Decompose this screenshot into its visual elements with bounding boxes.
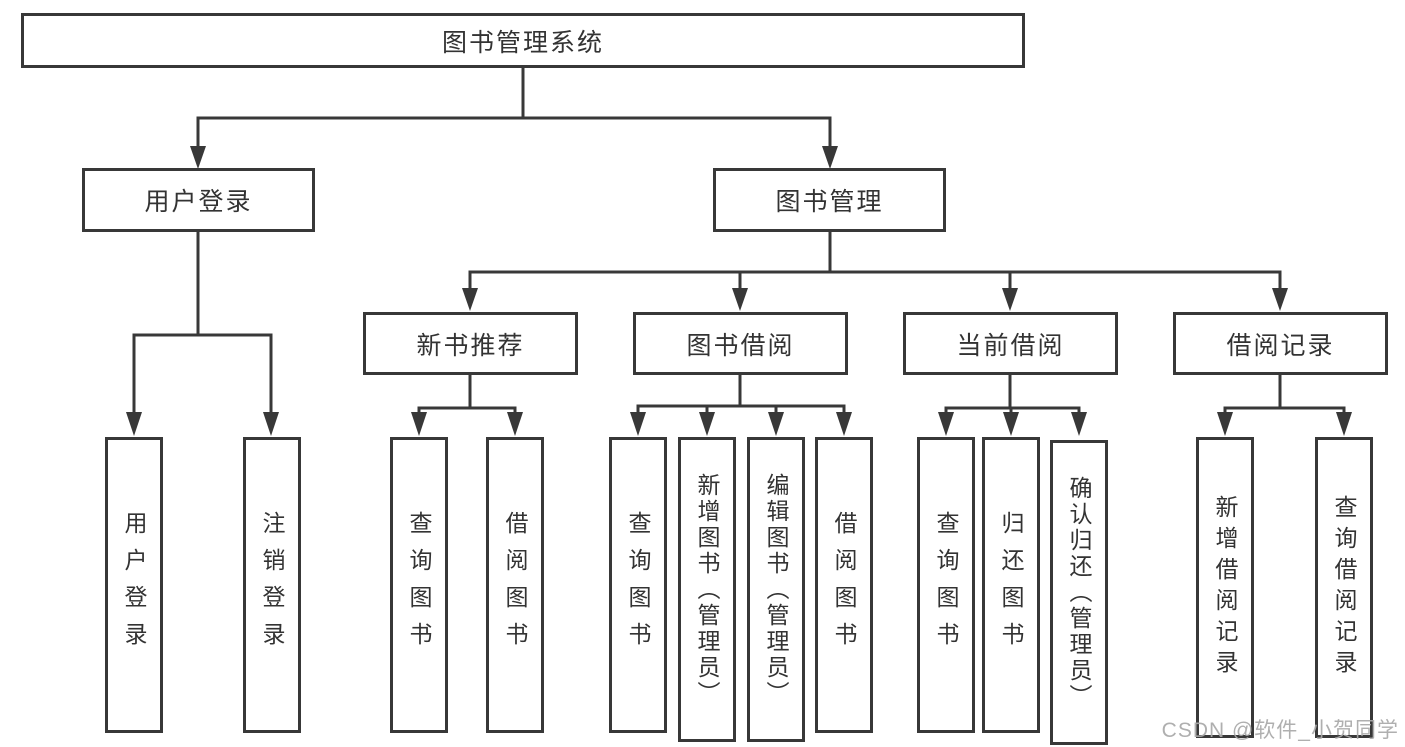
leaf-query-books-1-label: 查询图书 (406, 511, 432, 659)
node-book-management: 图书管理 (713, 168, 946, 232)
arrowheads (126, 146, 1352, 436)
csdn-watermark: CSDN @软件_小贺同学 (1161, 719, 1399, 742)
leaf-borrow-books-1: 借阅图书 (486, 437, 544, 733)
leaf-query-borrow-record-label: 查询借阅记录 (1331, 494, 1357, 681)
node-root: 图书管理系统 (21, 13, 1025, 68)
leaf-return-books-label: 归还图书 (998, 511, 1024, 659)
leaf-user-login-label: 用户登录 (121, 511, 147, 659)
node-user-login: 用户登录 (82, 168, 315, 232)
leaf-query-books-2-label: 查询图书 (625, 511, 651, 659)
leaf-logout: 注销登录 (243, 437, 301, 733)
leaf-query-books-1: 查询图书 (390, 437, 448, 733)
leaf-confirm-return-admin-label: 确认归还（管理员） (1066, 475, 1092, 710)
leaf-logout-label: 注销登录 (259, 511, 285, 659)
node-book-borrow: 图书借阅 (633, 312, 848, 375)
connector-segments (132, 68, 1346, 414)
leaf-confirm-return-admin: 确认归还（管理员） (1050, 440, 1108, 745)
leaf-query-books-2: 查询图书 (609, 437, 667, 733)
node-book-management-label: 图书管理 (775, 188, 884, 216)
leaf-borrow-books-2-label: 借阅图书 (831, 511, 857, 659)
leaf-query-books-3-label: 查询图书 (933, 511, 959, 659)
leaf-add-borrow-record-label: 新增借阅记录 (1212, 494, 1238, 681)
node-borrow-records-label: 借阅记录 (1226, 331, 1335, 360)
leaf-query-borrow-record: 查询借阅记录 (1315, 437, 1373, 738)
leaf-add-book-admin: 新增图书（管理员） (678, 437, 736, 742)
node-borrow-records: 借阅记录 (1173, 312, 1388, 375)
leaf-return-books: 归还图书 (982, 437, 1040, 733)
leaf-borrow-books-1-label: 借阅图书 (502, 511, 528, 659)
node-current-borrow: 当前借阅 (903, 312, 1118, 375)
node-book-borrow-label: 图书借阅 (686, 331, 795, 360)
node-root-label: 图书管理系统 (441, 28, 604, 57)
leaf-add-book-admin-label: 新增图书（管理员） (694, 472, 720, 707)
node-current-borrow-label: 当前借阅 (956, 331, 1065, 360)
leaf-add-borrow-record: 新增借阅记录 (1196, 437, 1254, 738)
leaf-borrow-books-2: 借阅图书 (815, 437, 873, 733)
node-new-book-recommend-label: 新书推荐 (416, 331, 525, 360)
leaf-query-books-3: 查询图书 (917, 437, 975, 733)
node-user-login-label: 用户登录 (144, 188, 253, 216)
leaf-edit-book-admin: 编辑图书（管理员） (747, 437, 805, 742)
leaf-user-login: 用户登录 (105, 437, 163, 733)
leaf-edit-book-admin-label: 编辑图书（管理员） (763, 472, 789, 707)
node-new-book-recommend: 新书推荐 (363, 312, 578, 375)
